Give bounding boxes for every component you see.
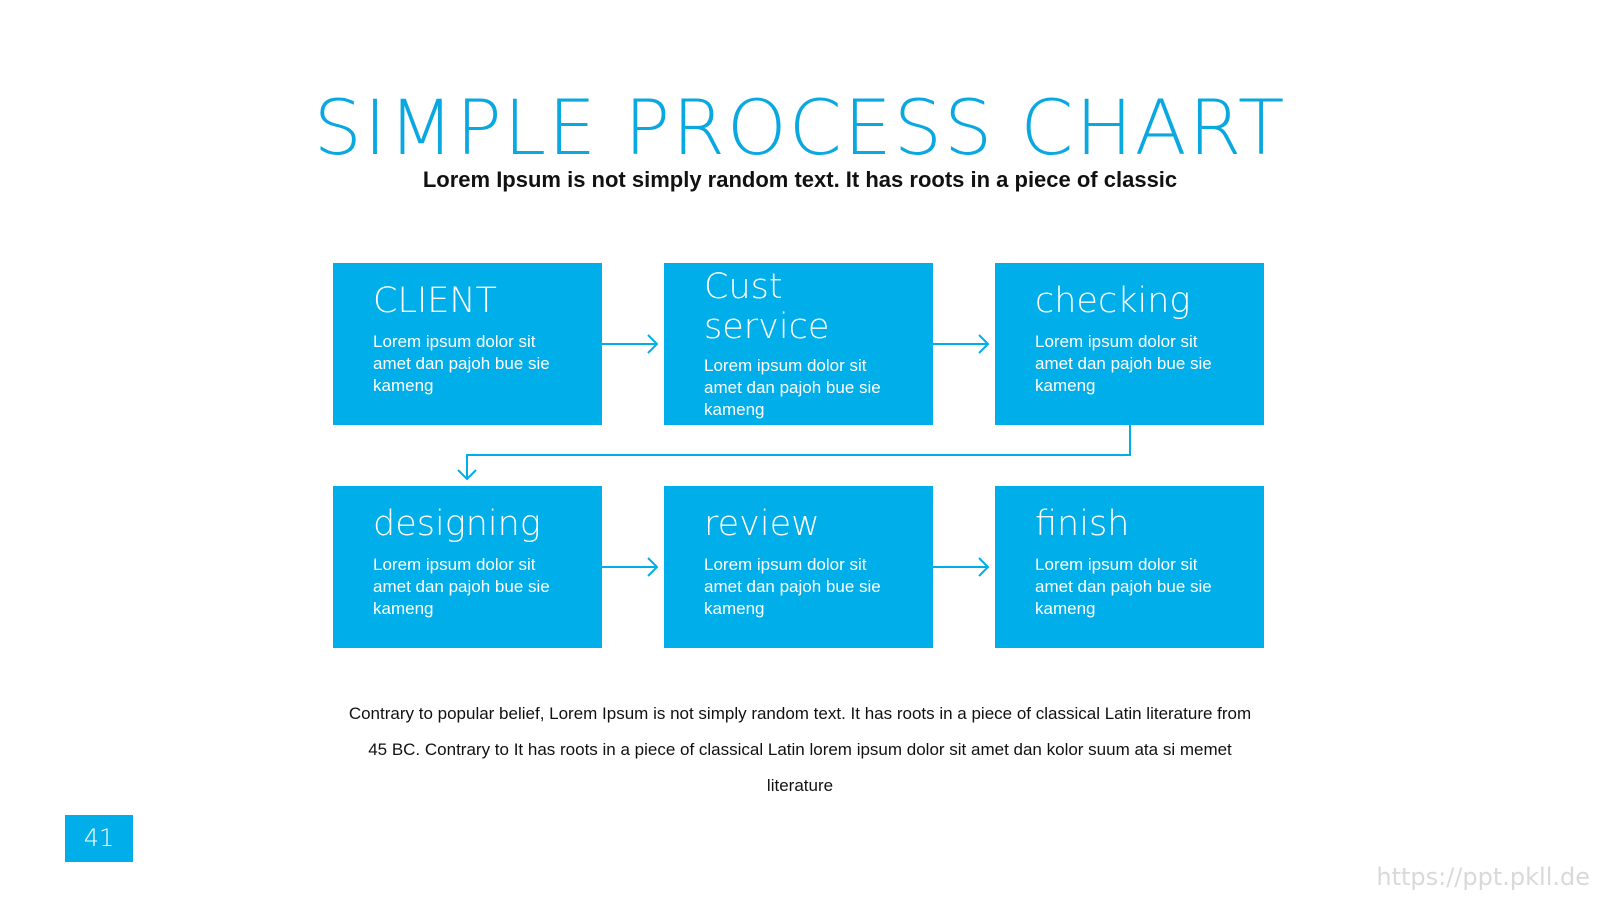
process-step-cust-service: Cust service Lorem ipsum dolor sit amet … bbox=[664, 263, 933, 425]
page-number-badge: 41 bbox=[65, 815, 133, 862]
process-step-client: CLIENT Lorem ipsum dolor sit amet dan pa… bbox=[333, 263, 602, 425]
slide-subtitle: Lorem Ipsum is not simply random text. I… bbox=[422, 167, 1178, 192]
process-step-review: review Lorem ipsum dolor sit amet dan pa… bbox=[664, 486, 933, 648]
step-description: Lorem ipsum dolor sit amet dan pajoh bue… bbox=[704, 555, 881, 618]
arrow-review-to-finish bbox=[933, 557, 990, 577]
step-description: Lorem ipsum dolor sit amet dan pajoh bue… bbox=[373, 555, 550, 618]
step-description: Lorem ipsum dolor sit amet dan pajoh bue… bbox=[373, 332, 550, 395]
arrow-checking-to-designing bbox=[457, 425, 1131, 481]
step-title: CLIENT bbox=[373, 281, 497, 321]
process-step-designing: designing Lorem ipsum dolor sit amet dan… bbox=[333, 486, 602, 648]
arrow-client-to-cust-service bbox=[602, 334, 659, 354]
step-title: designing bbox=[373, 504, 541, 544]
step-title: finish bbox=[1035, 504, 1130, 544]
slide-title: SIMPLE PROCESS CHART bbox=[313, 83, 1287, 172]
process-step-checking: checking Lorem ipsum dolor sit amet dan … bbox=[995, 263, 1264, 425]
watermark-url: https://ppt.pkll.de bbox=[1376, 863, 1590, 891]
step-description: Lorem ipsum dolor sit amet dan pajoh bue… bbox=[1035, 332, 1212, 395]
process-step-finish: finish Lorem ipsum dolor sit amet dan pa… bbox=[995, 486, 1264, 648]
step-title: checking bbox=[1035, 281, 1191, 321]
arrow-designing-to-review bbox=[602, 557, 659, 577]
body-paragraph: Contrary to popular belief, Lorem Ipsum … bbox=[348, 704, 1252, 795]
step-title: Cust service bbox=[704, 267, 830, 347]
arrow-cust-service-to-checking bbox=[933, 334, 990, 354]
step-title: review bbox=[704, 504, 820, 544]
step-description: Lorem ipsum dolor sit amet dan pajoh bue… bbox=[1035, 555, 1212, 618]
step-description: Lorem ipsum dolor sit amet dan pajoh bue… bbox=[704, 356, 881, 419]
